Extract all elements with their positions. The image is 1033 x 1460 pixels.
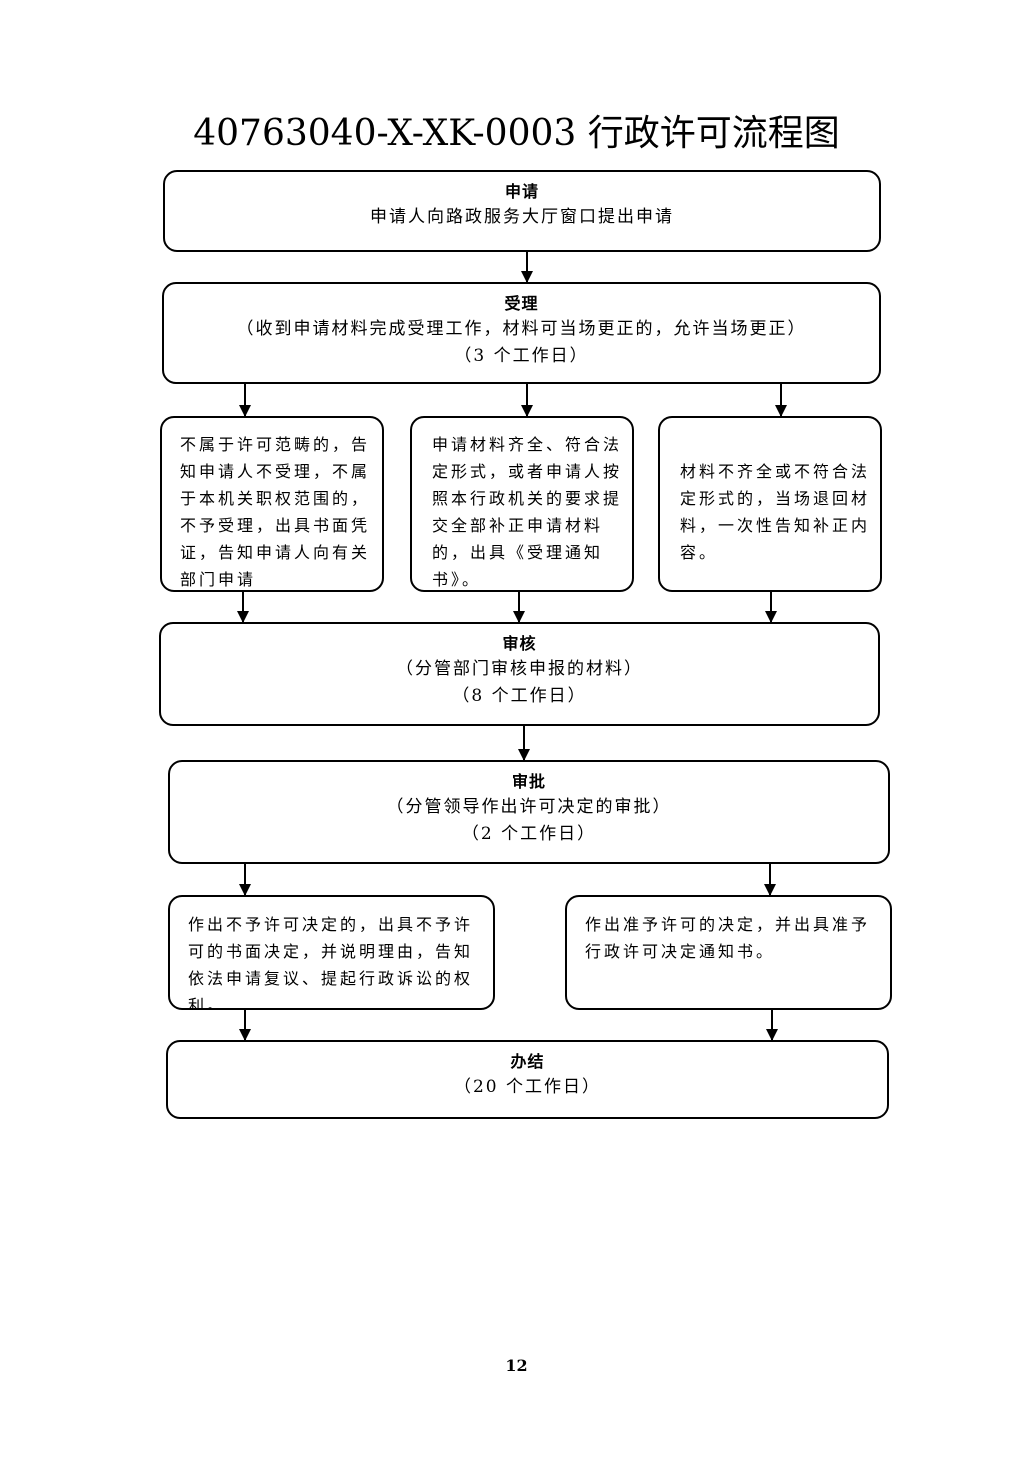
step-finish-box: 办结 （20 个工作日） — [166, 1040, 889, 1119]
step-approve-text: （分管领导作出许可决定的审批） — [386, 797, 672, 817]
page-number: 12 — [505, 1356, 528, 1375]
branch-correct-text: 材料不齐全或不符合法定形式的，当场退回材料，一次性告知补正内容。 — [680, 462, 871, 562]
arrow-right-review — [765, 592, 777, 623]
step-approve-duration: （2 个工作日） — [461, 824, 597, 844]
step-review-box: 审核 （分管部门审核申报的材料） （8 个工作日） — [159, 622, 880, 726]
step-review-heading: 审核 — [502, 634, 537, 653]
step-accept-box: 受理 （收到申请材料完成受理工作，材料可当场更正的，允许当场更正） （3 个工作… — [162, 282, 881, 384]
arrow-accept-right — [775, 384, 787, 417]
decision-deny-text: 作出不予许可决定的，出具不予许可的书面决定，并说明理由，告知依法申请复议、提起行… — [188, 915, 474, 1010]
arrow-approve-deny — [239, 864, 251, 896]
branch-reject-text: 不属于许可范畴的，告知申请人不受理，不属于本机关职权范围的，不予受理，出具书面凭… — [180, 435, 371, 589]
decision-grant-text: 作出准予许可的决定，并出具准予行政许可决定通知书。 — [585, 915, 871, 961]
step-finish-duration: （20 个工作日） — [453, 1077, 602, 1097]
step-apply-text: 申请人向路政服务大厅窗口提出申请 — [370, 207, 674, 227]
arrow-approve-grant — [764, 864, 776, 896]
arrow-accept-mid — [521, 384, 533, 417]
arrow-review-approve — [518, 726, 530, 761]
arrow-apply-accept — [521, 252, 533, 283]
branch-accept-text: 申请材料齐全、符合法定形式，或者申请人按照本行政机关的要求提交全部补正申请材料的… — [432, 435, 623, 589]
step-apply-heading: 申请 — [504, 182, 539, 201]
step-accept-duration: （3 个工作日） — [454, 346, 589, 366]
step-apply-box: 申请 申请人向路政服务大厅窗口提出申请 — [163, 170, 881, 252]
branch-reject-box: 不属于许可范畴的，告知申请人不受理，不属于本机关职权范围的，不予受理，出具书面凭… — [160, 416, 384, 592]
page-title: 40763040-X-XK-0003 行政许可流程图 — [193, 113, 840, 154]
step-approve-heading: 审批 — [511, 772, 546, 791]
branch-correct-box: 材料不齐全或不符合法定形式的，当场退回材料，一次性告知补正内容。 — [658, 416, 882, 592]
arrow-accept-left — [239, 384, 251, 417]
decision-grant-box: 作出准予许可的决定，并出具准予行政许可决定通知书。 — [565, 895, 892, 1010]
step-review-duration: （8 个工作日） — [452, 686, 587, 706]
branch-accept-box: 申请材料齐全、符合法定形式，或者申请人按照本行政机关的要求提交全部补正申请材料的… — [410, 416, 634, 592]
step-accept-heading: 受理 — [504, 294, 539, 313]
decision-deny-box: 作出不予许可决定的，出具不予许可的书面决定，并说明理由，告知依法申请复议、提起行… — [168, 895, 495, 1010]
step-finish-heading: 办结 — [510, 1052, 545, 1071]
step-approve-box: 审批 （分管领导作出许可决定的审批） （2 个工作日） — [168, 760, 890, 864]
step-accept-text: （收到申请材料完成受理工作，材料可当场更正的，允许当场更正） — [236, 319, 807, 339]
arrow-mid-review — [513, 592, 525, 623]
step-review-text: （分管部门审核申报的材料） — [396, 659, 643, 679]
arrow-left-review — [237, 592, 249, 623]
arrow-grant-finish — [766, 1010, 778, 1041]
arrow-deny-finish — [239, 1010, 251, 1041]
